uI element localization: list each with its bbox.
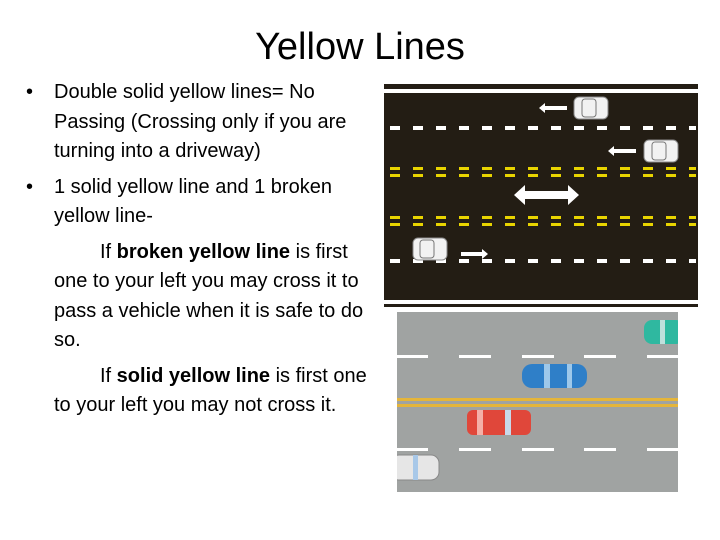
bullet-icon: • bbox=[26, 175, 34, 198]
car-icon bbox=[467, 410, 531, 435]
para-bold: broken yellow line bbox=[116, 240, 291, 263]
bullet-text: 1 solid yellow line and 1 broken yellow … bbox=[54, 175, 332, 228]
para-prefix: If bbox=[100, 364, 117, 387]
car-icon bbox=[573, 96, 609, 120]
car-icon bbox=[643, 139, 679, 163]
car-icon bbox=[412, 237, 448, 261]
road-diagram-gray bbox=[397, 312, 678, 492]
paragraph-solid-line: If solid yellow line is first one to you… bbox=[24, 362, 376, 421]
car-icon bbox=[397, 454, 440, 481]
bullet-icon: • bbox=[26, 81, 34, 103]
car-icon bbox=[644, 320, 678, 344]
car-icon bbox=[522, 364, 587, 388]
bullet-text: Double solid yellow lines= No Passing (C… bbox=[54, 81, 347, 162]
slide-body: • Double solid yellow lines= No Passing … bbox=[24, 78, 376, 427]
bullet-item: • Double solid yellow lines= No Passing … bbox=[24, 78, 376, 167]
para-prefix: If bbox=[100, 240, 117, 263]
road-diagram-dark bbox=[384, 84, 698, 307]
slide-title: Yellow Lines bbox=[255, 26, 465, 68]
para-bold: solid yellow line bbox=[116, 364, 271, 387]
para-suffix: is first one to your left you may not cr… bbox=[54, 364, 367, 417]
paragraph-broken-line: If broken yellow line is first one to yo… bbox=[24, 238, 376, 356]
para-suffix: is first one to your left you may cross … bbox=[54, 240, 364, 352]
bullet-item: • 1 solid yellow line and 1 broken yello… bbox=[24, 173, 376, 232]
